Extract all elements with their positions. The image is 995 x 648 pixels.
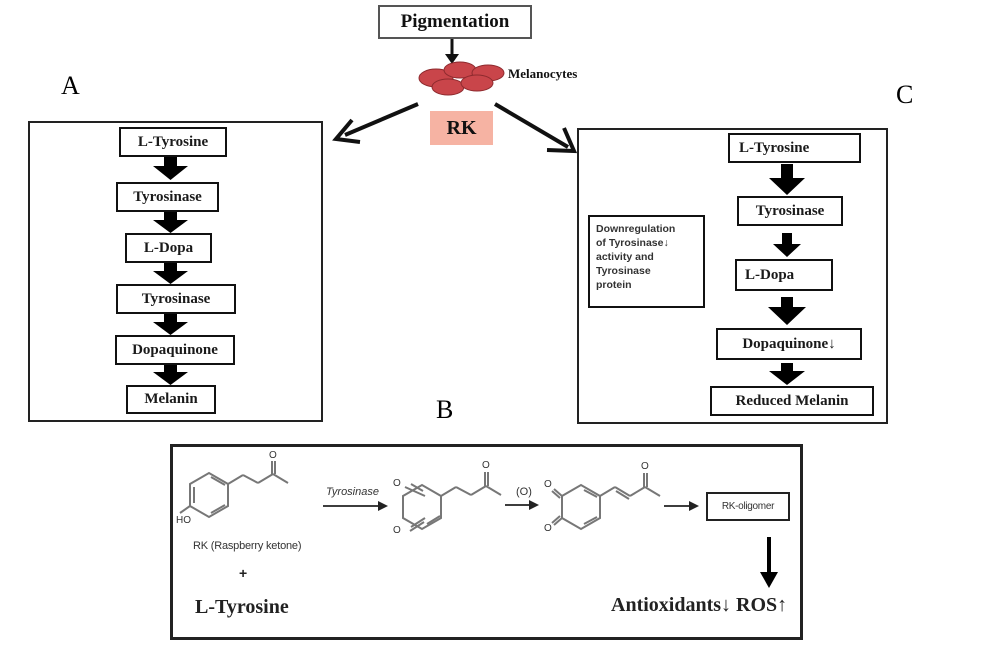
note-line: protein	[596, 279, 632, 291]
arrow-down-icon	[760, 537, 778, 588]
pigmentation-box: Pigmentation	[378, 5, 532, 39]
oxygen-label: O	[544, 523, 552, 534]
oxidation-arrow-icon	[505, 500, 539, 510]
reaction-arrow-icon	[323, 501, 388, 511]
rk-label: RK	[446, 116, 477, 139]
arrow-down-icon	[768, 297, 806, 325]
arrow-down-icon	[153, 212, 188, 233]
oxygen-label: O	[393, 525, 401, 536]
panel-b	[170, 444, 803, 640]
reaction-arrow-icon	[664, 501, 699, 511]
arrow-to-panel-a-icon	[332, 102, 419, 144]
raspberry-ketone-name: RK (Raspberry ketone)	[193, 540, 302, 552]
ho-label: HO	[176, 515, 191, 526]
panel-c-step-dopaquinone: Dopaquinone↓	[716, 328, 862, 360]
l-tyrosine-label: L-Tyrosine	[195, 596, 289, 618]
melanocytes-icon	[418, 61, 505, 96]
rk-oligomer-box: RK-oligomer	[706, 492, 790, 521]
oxygen-label: O	[269, 450, 277, 461]
arrow-down-icon	[153, 365, 188, 385]
arrow-down-icon	[153, 263, 188, 284]
arrow-down-icon	[773, 233, 801, 257]
panel-c-step-tyrosinase: Tyrosinase	[737, 196, 843, 226]
oxygen-label: O	[393, 478, 401, 489]
panel-c-step-l-dopa: L-Dopa	[735, 259, 833, 291]
panel-c-letter: C	[896, 80, 914, 109]
note-line: Tyrosinase	[596, 265, 651, 277]
oxygen-label: O	[482, 460, 490, 471]
rk-box: RK	[430, 111, 493, 145]
arrow-down-icon	[153, 314, 188, 335]
note-line: Downregulation	[596, 223, 676, 235]
oxidation-label: (O)	[516, 486, 532, 498]
arrow-down-icon	[769, 363, 805, 385]
panel-a-step-dopaquinone: Dopaquinone	[115, 335, 235, 365]
panel-b-letter: B	[436, 395, 454, 424]
panel-a-step-melanin: Melanin	[126, 385, 216, 414]
raspberry-ketone-structure-icon	[179, 461, 289, 519]
panel-a-step-l-tyrosine: L-Tyrosine	[119, 127, 227, 157]
panel-a-letter: A	[61, 71, 80, 100]
outcome-label: Antioxidants↓ ROS↑	[611, 594, 788, 616]
note-line: activity and	[596, 251, 654, 263]
arrow-to-panel-c-icon	[493, 102, 578, 154]
panel-a-step-tyrosinase-2: Tyrosinase	[116, 284, 236, 314]
oxygen-label: O	[641, 461, 649, 472]
oxygen-label: O	[544, 479, 552, 490]
pigmentation-label: Pigmentation	[400, 11, 510, 32]
panel-a-step-l-dopa: L-Dopa	[125, 233, 212, 263]
panel-c-step-reduced-melanin: Reduced Melanin	[710, 386, 874, 416]
downregulation-note: Downregulation of Tyrosinase↓ activity a…	[588, 215, 705, 308]
rk-quinone-unsaturated-structure-icon	[551, 473, 661, 531]
arrow-down-icon	[769, 164, 805, 195]
rk-quinone-structure-icon	[402, 472, 502, 532]
plus-sign: +	[239, 565, 248, 581]
arrow-down-icon	[153, 157, 188, 180]
panel-a-step-tyrosinase: Tyrosinase	[116, 182, 219, 212]
tyrosinase-enzyme-label: Tyrosinase	[326, 486, 379, 498]
arrow-down-icon	[445, 39, 459, 64]
melanocytes-label: Melanocytes	[508, 66, 578, 81]
note-line: of Tyrosinase↓	[596, 237, 669, 249]
panel-c-step-l-tyrosine: L-Tyrosine	[728, 133, 861, 163]
rk-oligomer-label: RK-oligomer	[721, 501, 775, 512]
